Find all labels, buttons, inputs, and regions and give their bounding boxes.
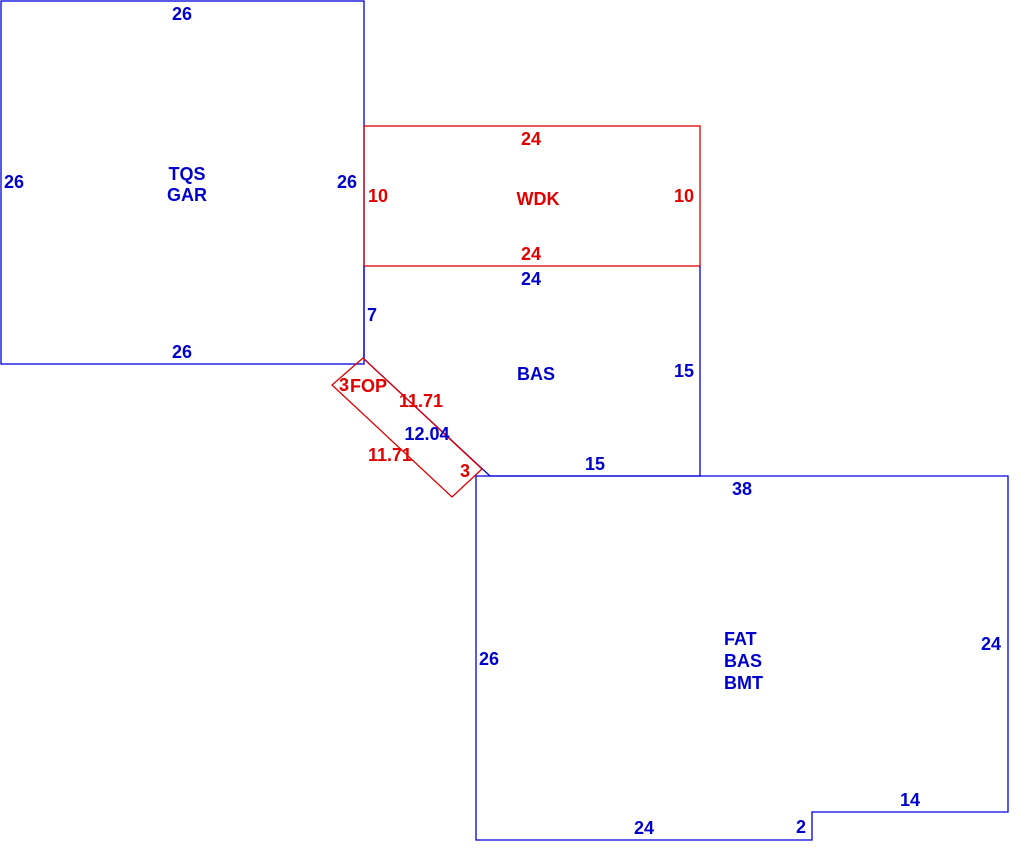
wdk-right-dim: 10: [674, 186, 694, 206]
bas-top-dim: 24: [521, 269, 541, 289]
main-step-dim: 2: [796, 817, 806, 837]
bas-right-dim: 15: [674, 361, 694, 381]
wdk-outline: [363, 125, 701, 267]
bas-bottom-dim: 15: [585, 454, 605, 474]
garage-right-dim: 26: [337, 172, 357, 192]
wdk-top-dim: 24: [521, 129, 541, 149]
main-left-dim: 26: [479, 649, 499, 669]
fop-right-dim: 3: [460, 461, 470, 481]
main-outline: [475, 475, 1009, 841]
wdk-left-dim: 10: [368, 186, 388, 206]
fop-left-dim: 3: [339, 375, 349, 395]
bas-left-dim: 7: [367, 305, 377, 325]
garage-left-dim: 26: [4, 172, 24, 192]
main-bottom-dim: 24: [634, 818, 654, 838]
main-code-1: FAT: [724, 629, 757, 649]
wdk-bottom-dim: 24: [521, 244, 541, 264]
main-code-2: BAS: [724, 651, 762, 671]
garage-code-2: GAR: [167, 185, 207, 205]
garage-top-dim: 26: [172, 4, 192, 24]
fop-code: FOP: [350, 376, 387, 396]
garage-bottom-dim: 26: [172, 342, 192, 362]
bas-code: BAS: [517, 364, 555, 384]
main-code-3: BMT: [724, 673, 763, 693]
fop-bottom-dim: 11.71: [368, 445, 412, 465]
main-top-dim: 38: [732, 479, 752, 499]
fop-outline: [331, 357, 483, 498]
fop-top-dim: 11.71: [399, 391, 443, 411]
main-bottom-right-dim: 14: [900, 790, 920, 810]
main-right-dim: 24: [981, 634, 1001, 654]
garage-code-1: TQS: [168, 164, 205, 184]
bas-diagonal-dim: 12.04: [404, 424, 449, 444]
wdk-code: WDK: [517, 189, 560, 209]
